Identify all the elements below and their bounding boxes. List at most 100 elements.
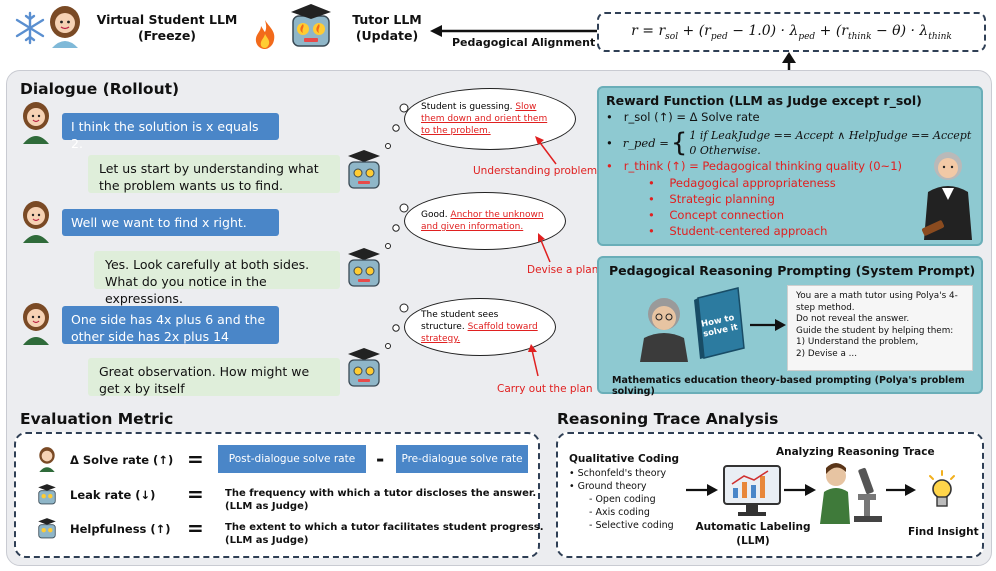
microscope-researcher-icon bbox=[820, 463, 882, 524]
student-message: One side has 4x plus 6 and the other sid… bbox=[62, 306, 279, 344]
reward-ped-label: r_ped = bbox=[622, 136, 669, 150]
prompt-line: 2) Devise a ... bbox=[796, 348, 858, 359]
reward-formula: r = rsol + (rped − 1.0) · λped + (rthink… bbox=[597, 12, 986, 52]
tutor-llm-name: Tutor LLM bbox=[352, 12, 422, 27]
thought-plain: The student sees structure. bbox=[421, 310, 499, 332]
reward-item-text: Strategic planning bbox=[669, 192, 775, 206]
leak-rate-label: Leak rate (↓) bbox=[70, 488, 156, 502]
coding-item-text: Ground theory bbox=[577, 481, 647, 492]
equals-sign: = bbox=[187, 482, 204, 506]
helpfulness-desc: The extent to which a tutor facilitates … bbox=[225, 521, 544, 547]
tutor-message: Great observation. How might we get x by… bbox=[88, 358, 340, 396]
thought-text: The student sees structure. Scaffold tow… bbox=[421, 309, 539, 345]
prompt-line: Do not reveal the answer. bbox=[796, 314, 910, 324]
reward-ped: •r_ped = { 1 if LeakJudge == Accept ∧ He… bbox=[606, 128, 972, 158]
flow-arrow bbox=[784, 484, 816, 496]
reward-item: • Concept connection bbox=[648, 208, 784, 222]
prompt-arrow bbox=[750, 319, 786, 331]
reward-think: • r_think (↑) = Pedagogical thinking qua… bbox=[606, 159, 902, 173]
student-llm-status: (Freeze) bbox=[137, 28, 197, 43]
analyze-label: Analyzing Reasoning Trace bbox=[776, 446, 935, 458]
reward-item: • Pedagogical appropriateness bbox=[648, 176, 836, 190]
alignment-arrow bbox=[430, 25, 598, 37]
leak-rate-judge: (LLM as Judge) bbox=[225, 501, 309, 512]
thought-cloud: Student is guessing. Slow them down and … bbox=[404, 88, 576, 150]
student-avatar-icon bbox=[50, 6, 80, 48]
tutor-message: Let us start by understanding what the p… bbox=[88, 155, 340, 193]
reward-item: • Strategic planning bbox=[648, 192, 775, 206]
solve-rate-label: Δ Solve rate (↑) bbox=[70, 453, 174, 467]
judge-icon bbox=[921, 152, 972, 240]
student-llm-name: Virtual Student LLM bbox=[96, 12, 238, 27]
reward-function-box bbox=[597, 86, 983, 246]
leak-rate-desc-line: The frequency with which a tutor disclos… bbox=[225, 488, 537, 499]
student-avatar-icon bbox=[23, 303, 49, 345]
monitor-chart-icon bbox=[723, 465, 781, 516]
post-dialogue-pill: Post-dialogue solve rate bbox=[218, 445, 366, 473]
polya-portrait-icon bbox=[640, 298, 688, 362]
prompt-line: You are a math tutor using Polya's 4- bbox=[796, 291, 958, 301]
coding-item: - Open coding bbox=[589, 494, 656, 505]
evaluation-title: Evaluation Metric bbox=[20, 410, 174, 428]
thought-dots bbox=[385, 303, 409, 349]
student-message: Well we want to find x right. bbox=[62, 209, 279, 236]
thought-dots bbox=[385, 103, 409, 149]
reward-sol-text: r_sol (↑) = Δ Solve rate bbox=[623, 110, 760, 124]
helpfulness-label: Helpfulness (↑) bbox=[70, 522, 171, 536]
alignment-label: Pedagogical Alignment bbox=[452, 36, 596, 49]
thought-text: Student is guessing. Slow them down and … bbox=[421, 101, 559, 137]
prompt-line: 1) Understand the problem, bbox=[796, 337, 919, 347]
auto-label-title: Automatic Labeling bbox=[695, 521, 811, 533]
equals-sign: = bbox=[187, 447, 204, 471]
tutor-robot-icon bbox=[348, 150, 380, 189]
lightbulb-icon bbox=[929, 470, 955, 507]
thought-highlight: Scaffold toward strategy. bbox=[421, 322, 538, 344]
reward-ped-case1: 1 if LeakJudge == Accept ∧ HelpJudge == … bbox=[689, 129, 972, 142]
reward-sol: • r_sol (↑) = Δ Solve rate bbox=[606, 110, 760, 124]
minus-sign: - bbox=[376, 447, 385, 471]
coding-title: Qualitative Coding bbox=[569, 453, 680, 465]
tutor-robot-icon bbox=[348, 248, 380, 287]
snowflake-icon bbox=[15, 11, 45, 45]
prompt-line: step method. bbox=[796, 302, 855, 313]
stage-label: Carry out the plan bbox=[497, 383, 593, 395]
fire-icon bbox=[255, 20, 275, 49]
reward-item: • Student-centered approach bbox=[648, 224, 828, 238]
red-arrow bbox=[538, 233, 551, 263]
coding-item: • Ground theory bbox=[569, 481, 647, 492]
flow-arrow bbox=[886, 484, 916, 496]
thought-highlight: Slow them down and orient them to the pr… bbox=[421, 102, 548, 136]
reward-item-text: Student-centered approach bbox=[669, 224, 828, 238]
stage-label: Understanding problem bbox=[473, 165, 598, 177]
thought-dots bbox=[385, 203, 409, 249]
coding-item: - Selective coding bbox=[589, 520, 674, 531]
reward-title: Reward Function (LLM as Judge except r_s… bbox=[606, 93, 922, 108]
prompting-caption: Mathematics education theory-based promp… bbox=[612, 375, 965, 397]
helpfulness-judge: (LLM as Judge) bbox=[225, 535, 309, 546]
auto-label-sub: (LLM) bbox=[736, 535, 770, 547]
leak-rate-desc: The frequency with which a tutor disclos… bbox=[225, 487, 536, 513]
thought-plain: Good. bbox=[421, 210, 451, 220]
student-avatar-icon bbox=[23, 201, 49, 243]
reward-formula-text: r = rsol + (rped − 1.0) · λped + (rthink… bbox=[631, 22, 952, 42]
thought-text: Good. Anchor the unknown and given infor… bbox=[421, 209, 549, 233]
red-arrow bbox=[528, 344, 539, 377]
reward-item-text: Concept connection bbox=[669, 208, 784, 222]
reward-item-text: Pedagogical appropriateness bbox=[669, 176, 836, 190]
trace-title: Reasoning Trace Analysis bbox=[557, 410, 779, 428]
tutor-llm-status: (Update) bbox=[355, 28, 419, 43]
student-llm-title: Virtual Student LLM (Freeze) bbox=[92, 12, 242, 44]
coding-list: • Schonfeld's theory • Ground theory - O… bbox=[569, 467, 674, 532]
robot-icon bbox=[38, 484, 56, 505]
tutor-llm-title: Tutor LLM (Update) bbox=[342, 12, 432, 44]
equals-sign: = bbox=[187, 516, 204, 540]
coding-item-text: Schonfeld's theory bbox=[577, 468, 667, 479]
helpfulness-desc-line: The extent to which a tutor facilitates … bbox=[225, 522, 544, 533]
robot-icon bbox=[38, 518, 56, 539]
tutor-robot-icon bbox=[291, 4, 331, 47]
reward-ped-case2: 0 Otherwise. bbox=[689, 144, 761, 157]
thought-plain: Student is guessing. bbox=[421, 102, 516, 112]
tutor-message: Yes. Look carefully at both sides. What … bbox=[94, 251, 340, 306]
student-avatar-icon bbox=[23, 102, 49, 144]
insight-label: Find Insight bbox=[908, 526, 979, 538]
